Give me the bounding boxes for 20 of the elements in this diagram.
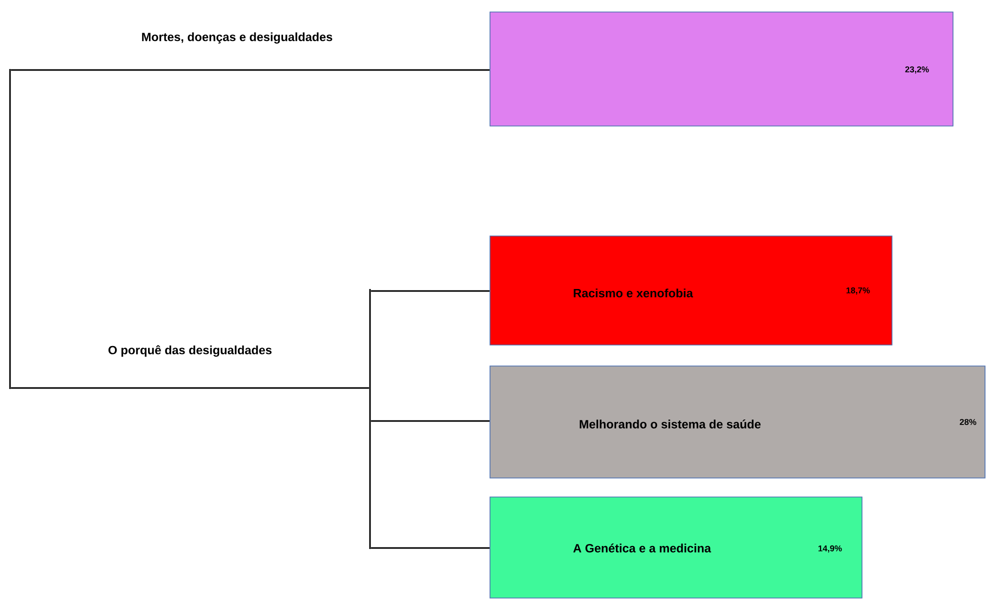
connector-line bbox=[370, 290, 490, 292]
category-box bbox=[490, 496, 862, 598]
spine-line bbox=[9, 69, 11, 389]
connector-line bbox=[370, 420, 490, 422]
percent-label: 18,7% bbox=[846, 287, 870, 295]
percent-label: 28% bbox=[960, 419, 976, 425]
percent-label: 23,2% bbox=[905, 66, 929, 74]
category-box bbox=[490, 366, 986, 478]
connector-line bbox=[10, 387, 370, 389]
category-box bbox=[490, 236, 892, 346]
connector-line bbox=[10, 69, 490, 71]
spine-line bbox=[369, 289, 371, 549]
box-label: Racismo e xenofobia bbox=[574, 288, 694, 298]
edge-label: Mortes, doenças e desigualdades bbox=[140, 31, 334, 45]
connector-line bbox=[370, 547, 490, 549]
box-label: Melhorando o sistema de saúde bbox=[580, 420, 761, 428]
edge-label: O porquê das desigualdades bbox=[107, 344, 274, 358]
percent-label: 14,9% bbox=[818, 545, 842, 553]
box-label: A Genética e a medicina bbox=[573, 544, 712, 552]
category-box bbox=[490, 12, 954, 126]
